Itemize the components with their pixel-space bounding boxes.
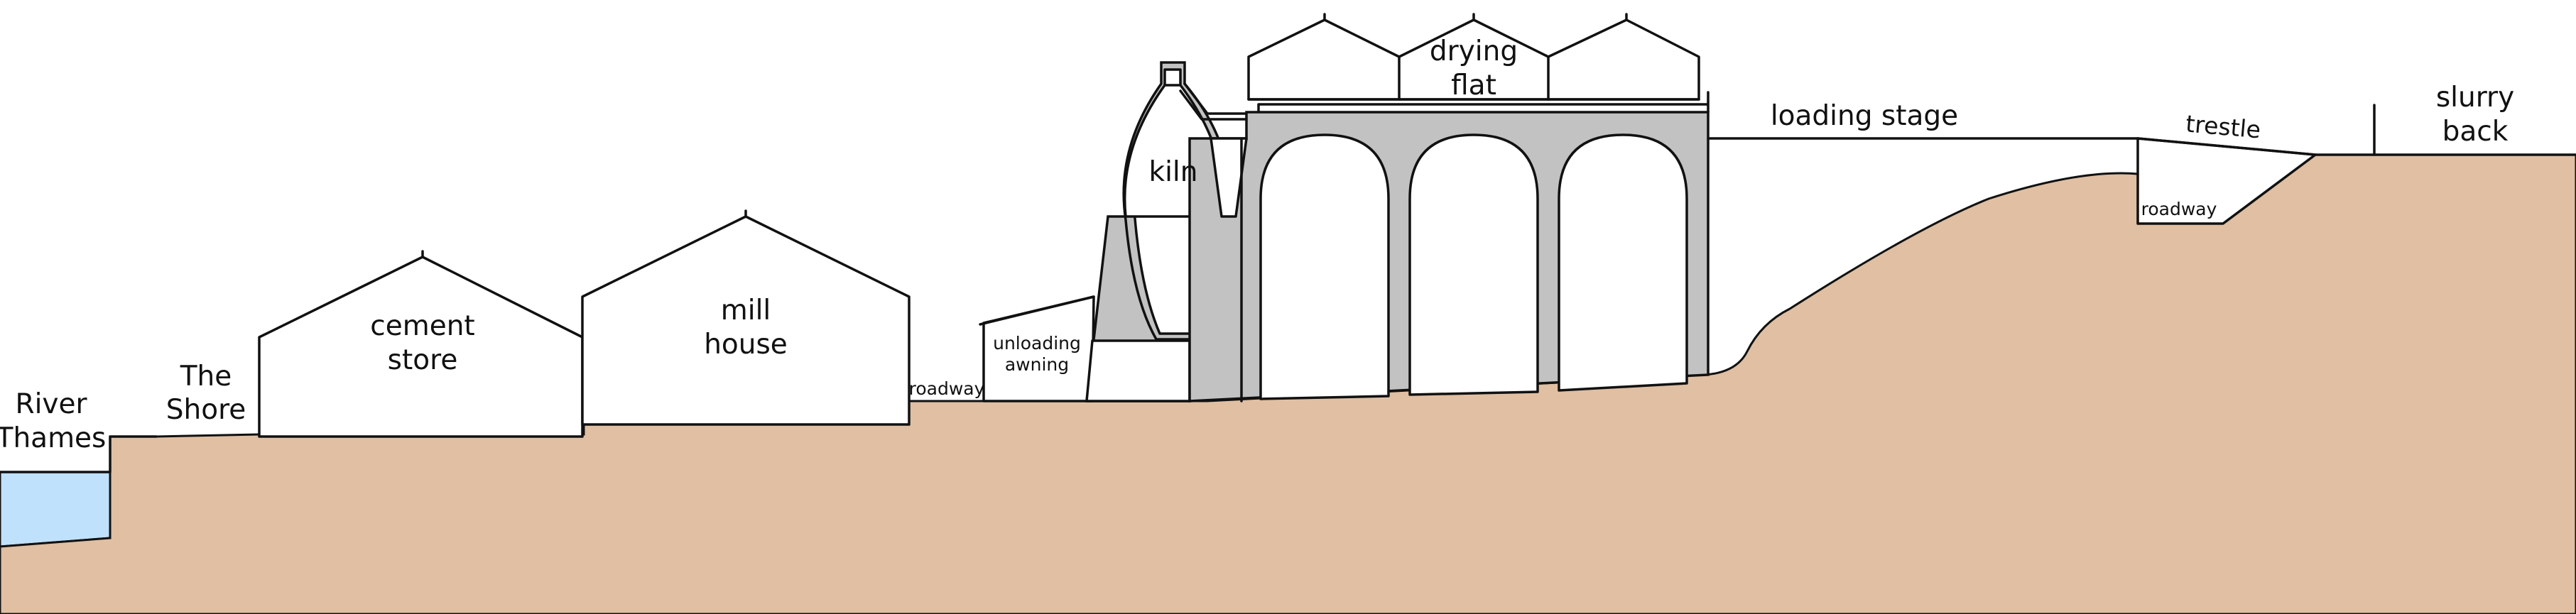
label-trestle: trestle (2185, 109, 2262, 143)
label-slurry-back-2: back (2442, 116, 2509, 148)
kiln-flue-inner (1179, 89, 1255, 121)
label-unloading-awning: unloading (993, 333, 1081, 353)
arch-2 (1408, 133, 1539, 396)
trestle-deck (2136, 137, 2376, 156)
slurry-back-wall (2373, 104, 2576, 156)
arch-1 (1259, 133, 1390, 400)
label-unloading-awning-2: awning (1005, 354, 1069, 375)
drying-flat-floor (1247, 91, 1710, 114)
label-drying-flat: drying (1430, 35, 1518, 67)
cement-store-building (258, 256, 584, 438)
label-river: River (15, 388, 87, 420)
label-kiln: kiln (1149, 156, 1198, 188)
shore-line (0, 435, 158, 473)
river-water (0, 471, 112, 548)
kiln-base-box (1085, 339, 1191, 402)
arch-3 (1558, 133, 1688, 392)
label-roadway-right: roadway (2141, 199, 2217, 219)
kiln-side-opening (1210, 137, 1248, 218)
mill-house-building (581, 215, 911, 426)
label-river-2: Thames (0, 422, 106, 454)
label-mill-house-2: house (704, 329, 788, 361)
label-roadway-left: roadway (909, 378, 985, 399)
label-loading-stage: loading stage (1771, 100, 1958, 132)
label-shore-2: Shore (166, 394, 246, 426)
label-shore: The (180, 361, 232, 393)
drying-flat-ridges (1323, 13, 1628, 21)
label-mill-house: mill (721, 295, 771, 327)
label-cement-store-2: store (388, 344, 458, 376)
kiln-flue (1183, 82, 1255, 115)
awning-roof (979, 295, 1095, 326)
label-drying-flat-2: flat (1451, 70, 1496, 102)
label-cement-store: cement (370, 310, 474, 342)
drying-flat-building (1247, 18, 1700, 101)
label-slurry-back: slurry (2436, 82, 2514, 114)
